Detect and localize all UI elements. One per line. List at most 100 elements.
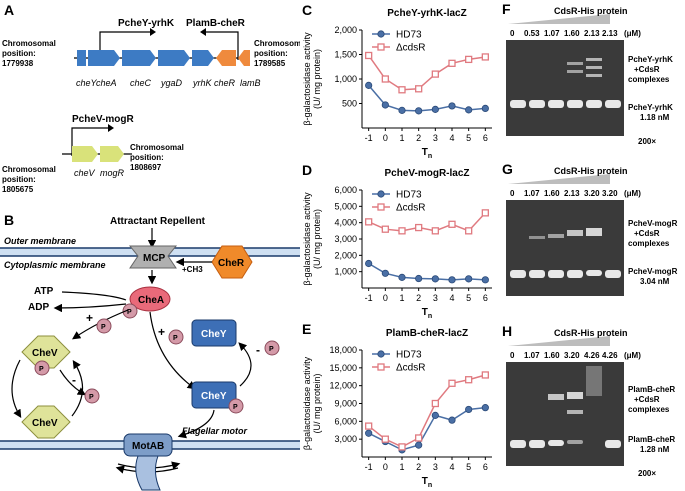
legend-label: HD73 (396, 30, 422, 41)
conc-label: 1.07 (524, 189, 540, 198)
gene-label-yrhk: yrhK (192, 78, 213, 88)
chart-d: PcheV-mogR-lacZ1,0002,0003,0004,0005,000… (302, 168, 492, 320)
adp-arrow (53, 303, 127, 313)
complex-label-line1: PlamB-cheR (628, 385, 675, 394)
unit-label: (μM) (624, 29, 641, 38)
conc-label: 3.20 (602, 189, 618, 198)
op1-left-pos-label: Chromosomal (2, 39, 56, 48)
data-point (381, 75, 389, 83)
data-point (431, 227, 439, 235)
chey-phospho-protein (191, 381, 237, 409)
conc-label: 1.60 (544, 351, 560, 360)
flagellum (135, 455, 161, 491)
minus-sign-chey: - (256, 343, 260, 357)
x-tick-label: 2 (416, 293, 421, 303)
flagellar-motor-label: Flagellar motor (182, 426, 248, 436)
x-tick-label: 1 (399, 133, 404, 143)
chart-title: PlamB-cheR-lacZ (386, 328, 468, 339)
data-point (465, 376, 473, 384)
y-tick-label: 4,000 (334, 218, 357, 228)
x-tick-label: 0 (383, 462, 388, 472)
data-point (465, 275, 473, 283)
complex-label-line2: +CdsR (634, 229, 660, 238)
data-point (448, 379, 456, 387)
gene-label-ygad: ygaD (160, 78, 183, 88)
gene-cher-arrow (216, 50, 236, 66)
conc-label: 1.60 (564, 29, 580, 38)
chart-title: PcheV-mogR-lacZ (384, 168, 469, 179)
promoter-lamb-cher-label: PlamB-cheR (186, 18, 246, 29)
data-point (398, 273, 406, 281)
y-axis-label: (U/ mg protein) (312, 209, 322, 269)
complex-label-line2: +CdsR (634, 395, 660, 404)
atp-label: ATP (34, 286, 54, 297)
data-point (465, 227, 473, 235)
gene-label-cher: cheR (214, 78, 236, 88)
mcp-receptor (128, 245, 178, 269)
data-point (415, 434, 423, 442)
op1-right-pos-label2: position: (254, 49, 288, 58)
complex-label-line3: complexes (628, 405, 670, 414)
phosphate-icon (34, 360, 50, 376)
y-axis-label: β-galactosidase activity (302, 32, 312, 126)
chea-label: CheA (138, 295, 164, 306)
data-point (381, 225, 389, 233)
conc-label: 0 (510, 189, 515, 198)
gel-image-g (506, 200, 624, 296)
complex-label-line2: +CdsR (634, 65, 660, 74)
chev-label: CheV (32, 348, 58, 359)
data-point (415, 274, 423, 283)
y-tick-label: 6,000 (334, 185, 357, 195)
x-tick-label: 4 (449, 462, 454, 472)
panel-label-d: D (302, 162, 313, 178)
data-point (481, 371, 489, 379)
op1-left-pos-label2: position: (2, 49, 36, 58)
op2-left-pos-value: 1805675 (2, 185, 34, 194)
phosphate-label: P (173, 335, 178, 342)
x-tick-label: 0 (383, 293, 388, 303)
gene-yrhk-arrow (192, 50, 214, 66)
data-point (431, 275, 439, 283)
gel-title: CdsR-His protein (554, 166, 628, 176)
free-probe-label: PlamB-cheR (628, 435, 675, 444)
unit-label: (μM) (624, 189, 641, 198)
y-tick-label: 18,000 (329, 345, 357, 355)
legend-label: ΔcdsR (396, 363, 425, 374)
legend-marker (377, 190, 385, 198)
y-axis-label: (U/ mg protein) (312, 373, 322, 433)
panel-label-h: H (502, 323, 512, 339)
gel-bands-g (510, 228, 621, 278)
plus-sign-chey: + (158, 325, 165, 339)
data-point (481, 209, 489, 217)
gene-lamb-arrow (238, 50, 250, 66)
y-tick-label: 1,000 (334, 267, 357, 277)
data-point (415, 441, 423, 449)
conc-label: 0 (510, 29, 515, 38)
data-point (448, 276, 456, 284)
gel-image-f (506, 40, 624, 136)
conc-label: 1.07 (524, 351, 540, 360)
gene-ygad-arrow (158, 50, 190, 66)
data-point (365, 51, 373, 60)
op2-left-pos-label2: position: (2, 175, 36, 184)
complex-label-line3: complexes (628, 239, 670, 248)
data-point (381, 435, 389, 443)
unit-label: (μM) (624, 351, 641, 360)
conc-label: 3.20 (584, 189, 600, 198)
data-point (381, 101, 389, 109)
gradient-wedge (508, 336, 610, 346)
x-axis-label: Tn (422, 307, 432, 320)
phosphate-label: P (233, 404, 238, 411)
data-point (481, 104, 489, 113)
chev-cycle-left-arrow (11, 359, 22, 419)
op2-right-pos-label: Chromosomal (130, 143, 184, 152)
conc-label: 1.07 (544, 29, 560, 38)
phosphate-label: P (269, 346, 274, 353)
legend-marker (377, 363, 385, 371)
y-tick-label: 15,000 (329, 363, 357, 373)
gene-label-chev: cheV (74, 168, 96, 178)
signaling-diagram: Attractant Repellent Outer membrane Cyto… (0, 216, 300, 491)
legend-marker (377, 43, 385, 51)
gel-bands-f (510, 58, 621, 108)
